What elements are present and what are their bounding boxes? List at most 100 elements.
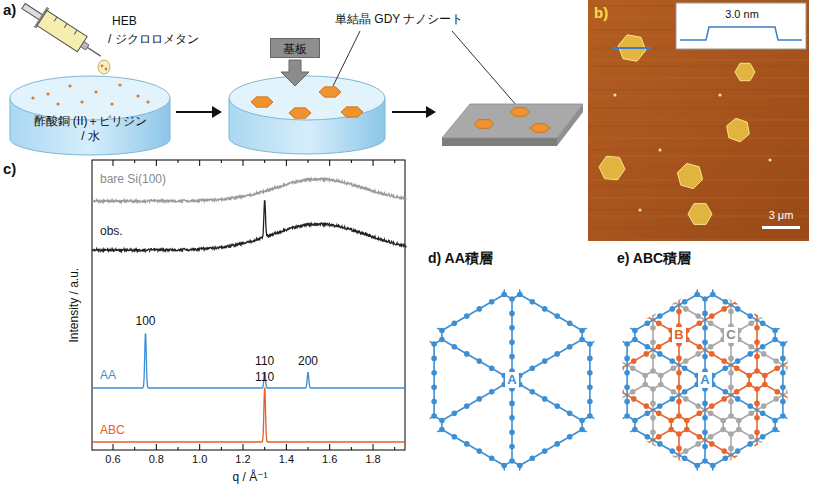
observed-curve xyxy=(92,201,406,251)
carbon-atom xyxy=(668,238,674,244)
carbon-atom xyxy=(618,306,624,312)
carbon-atom xyxy=(645,299,651,305)
carbon-atom xyxy=(723,209,729,215)
carbon-atom xyxy=(650,278,656,284)
carbon-atom xyxy=(464,223,470,229)
carbon-atom xyxy=(676,399,682,405)
carbon-atom xyxy=(361,373,367,379)
carbon-atom xyxy=(579,306,585,312)
carbon-atom xyxy=(632,486,638,488)
carbon-atom xyxy=(591,373,597,379)
carbon-atom xyxy=(624,341,630,347)
carbon-atom xyxy=(754,311,760,317)
carbon-atom xyxy=(682,366,688,372)
molecule-dot xyxy=(94,90,97,93)
carbon-atom xyxy=(605,441,611,447)
carbon-atom xyxy=(630,389,636,395)
carbon-atom xyxy=(762,463,768,469)
carbon-atom xyxy=(592,403,598,409)
carbon-atom xyxy=(509,325,515,331)
carbon-atom xyxy=(736,427,742,433)
carbon-atom xyxy=(645,321,651,327)
carbon-atom xyxy=(598,221,604,227)
carbon-atom xyxy=(411,434,417,440)
carbon-atom xyxy=(735,486,741,488)
dish-surface xyxy=(229,76,385,120)
carbon-atom xyxy=(754,235,760,241)
diyne-chain xyxy=(756,299,758,371)
carbon-atom xyxy=(580,427,586,433)
carbon-atom xyxy=(721,448,727,454)
carbon-atom xyxy=(542,448,548,454)
carbon-atom xyxy=(780,413,786,419)
diyne-chain xyxy=(713,295,775,331)
carbon-atom xyxy=(644,441,650,447)
carbon-atom xyxy=(386,486,392,488)
carbon-atom xyxy=(676,413,682,419)
carbon-atom xyxy=(624,474,630,480)
diyne-chain xyxy=(442,295,504,331)
carbon-atom xyxy=(787,448,793,454)
carbon-atom xyxy=(787,486,793,488)
carbon-atom xyxy=(592,261,598,267)
carbon-atom xyxy=(676,204,682,210)
syringe-hub xyxy=(81,42,89,50)
carbon-atom xyxy=(702,206,708,212)
carbon-atom xyxy=(546,476,552,482)
carbon-atom xyxy=(554,373,560,379)
diyne-chain xyxy=(730,254,732,326)
carbon-atom xyxy=(682,276,688,282)
carbon-atom xyxy=(501,463,507,469)
carbon-atom xyxy=(709,441,715,447)
layer-label: A xyxy=(505,372,518,388)
diyne-chain xyxy=(661,430,723,466)
carbon-atom xyxy=(554,313,560,319)
carbon-atom xyxy=(452,321,458,327)
carbon-atom xyxy=(546,386,552,392)
carbon-atom xyxy=(361,472,367,478)
diyne-chain xyxy=(598,430,660,466)
carbon-atom xyxy=(542,216,548,222)
carbon-atom xyxy=(682,299,688,305)
carbon-atom xyxy=(606,283,612,289)
carbon-atom xyxy=(539,292,545,298)
carbon-atom xyxy=(431,309,437,315)
carbon-atom xyxy=(708,321,714,327)
carbon-atom xyxy=(780,370,786,376)
carbon-atom xyxy=(587,341,593,347)
carbon-atom xyxy=(772,337,778,343)
carbon-atom xyxy=(735,178,741,184)
benzene-ring xyxy=(348,461,364,479)
carbon-atom xyxy=(353,249,359,255)
carbon-atom xyxy=(723,276,729,282)
carbon-atom xyxy=(572,431,578,437)
carbon-atom xyxy=(587,356,593,362)
carbon-atom xyxy=(542,178,548,184)
carbon-atom xyxy=(668,427,674,433)
carbon-atom xyxy=(806,429,812,435)
carbon-atom xyxy=(673,283,679,289)
curve-label: AA xyxy=(100,368,116,382)
carbon-atom xyxy=(676,176,682,182)
carbon-atom xyxy=(676,370,682,376)
carbon-atom xyxy=(598,401,604,407)
carbon-atom xyxy=(489,479,495,485)
diyne-chain xyxy=(756,209,758,281)
diyne-chain xyxy=(704,479,706,488)
carbon-atom xyxy=(346,283,352,289)
benzene-ring xyxy=(660,281,676,299)
carbon-atom xyxy=(593,434,599,440)
peak-index: 110 xyxy=(255,370,274,384)
carbon-atom xyxy=(587,384,593,390)
diyne-chain xyxy=(808,389,810,461)
diyne-chain xyxy=(635,475,697,488)
carbon-atom xyxy=(579,337,585,343)
carbon-atom xyxy=(509,145,515,151)
carbon-atom xyxy=(694,463,700,469)
carbon-atom xyxy=(572,356,578,362)
carbon-atom xyxy=(735,216,741,222)
carbon-atom xyxy=(539,382,545,388)
carbon-atom xyxy=(509,458,515,464)
carbon-atom xyxy=(624,219,630,225)
